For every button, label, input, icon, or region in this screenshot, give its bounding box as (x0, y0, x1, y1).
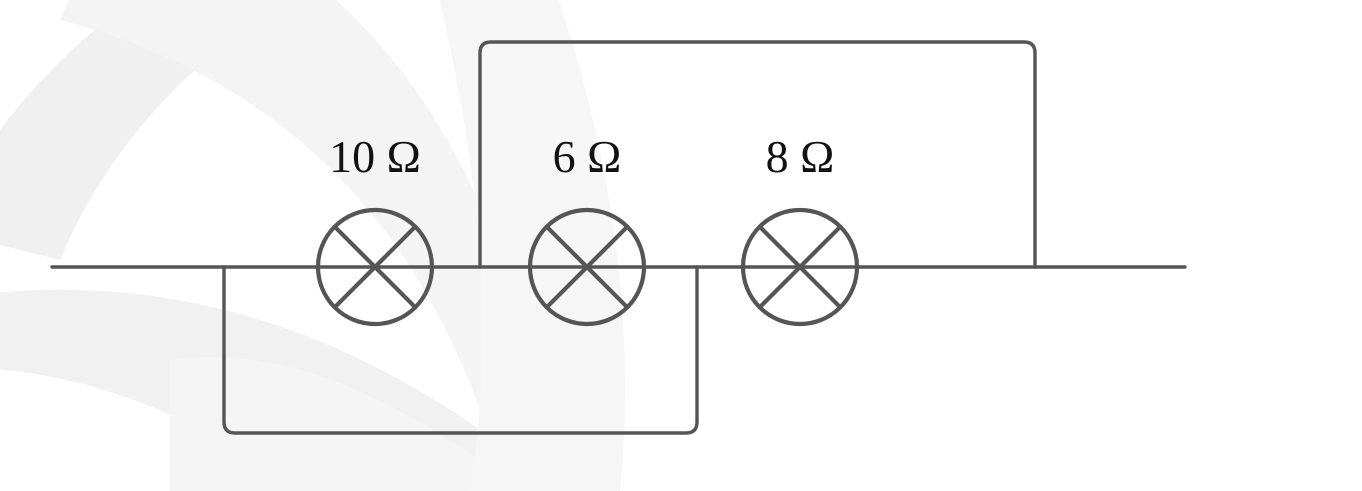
lamp-8-ohm: 8 Ω (740, 131, 860, 327)
lamp-6-ohm-circle (527, 207, 647, 327)
lamp-6-ohm: 6 Ω (527, 131, 647, 327)
lamp-8-ohm-label: 8 Ω (766, 131, 835, 182)
watermark-arc-lower-mid (170, 356, 520, 491)
lamp-10-ohm: 10 Ω (315, 131, 435, 327)
lamp-10-ohm-circle (315, 207, 435, 327)
watermark-arc-upper-right (60, 0, 520, 491)
lamp-6-ohm-label: 6 Ω (553, 131, 622, 182)
lamp-10-ohm-cross-stroke-b (332, 224, 418, 310)
wire-upper-bypass-branch (478, 40, 1037, 269)
lamp-8-ohm-cross-stroke-b (757, 224, 843, 310)
lamp-10-ohm-label: 10 Ω (329, 131, 421, 182)
lamp-6-ohm-cross-stroke-b (544, 224, 630, 310)
lamp-8-ohm-circle (740, 207, 860, 327)
wire-lower-bypass-branch (222, 265, 699, 435)
watermark-arc-top (0, 0, 285, 260)
